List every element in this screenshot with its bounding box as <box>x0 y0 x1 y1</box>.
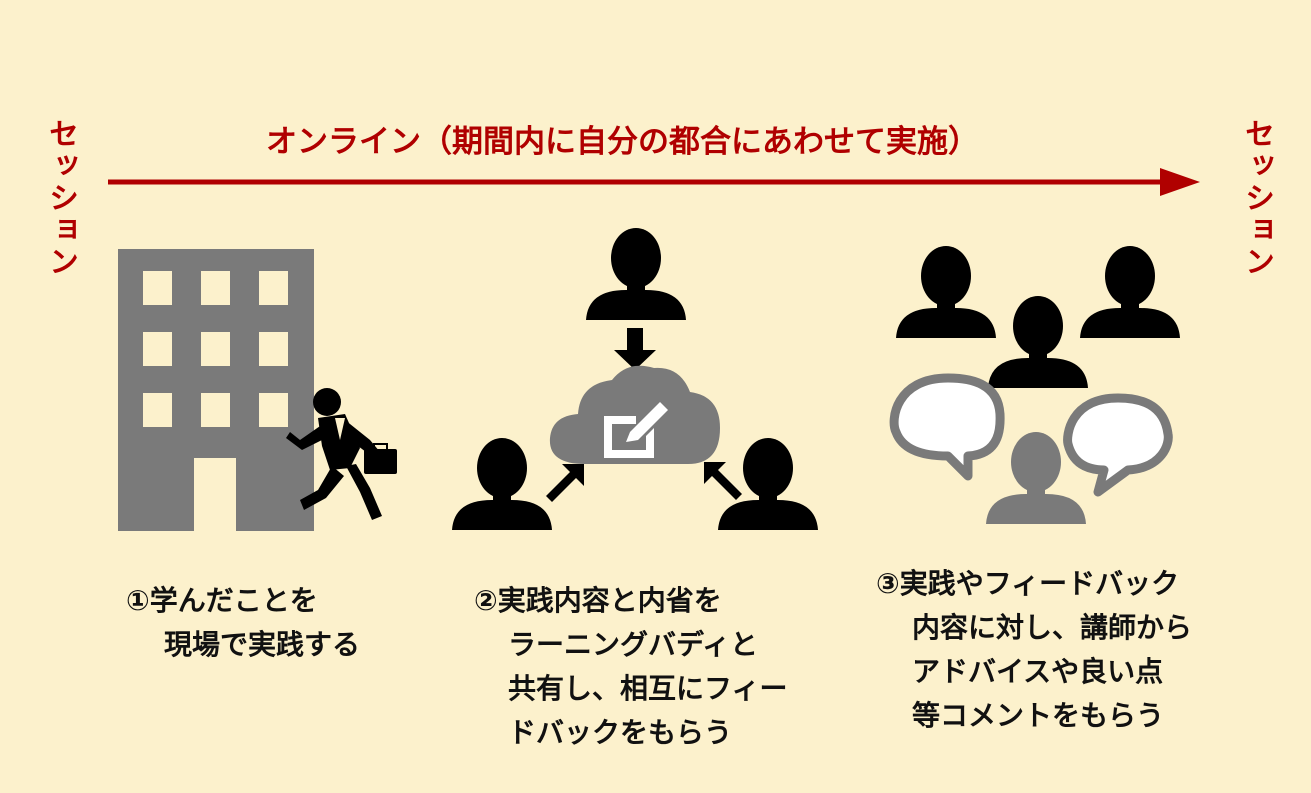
step-1-text-1: 学んだことを <box>149 584 318 617</box>
step-2-line-4: ドバックをもらう <box>508 716 733 749</box>
timeline-arrow <box>108 168 1200 196</box>
step-2-line-2: ラーニングバディと <box>508 628 759 661</box>
arrow-up-right-icon <box>540 464 584 502</box>
step-2-caption: ②実践内容と内省を ラーニングバディと 共有し、相互にフィー ドバックをもらう <box>474 579 787 755</box>
arrow-up-left-icon <box>704 462 742 506</box>
step-1-line-1: ①学んだことを <box>126 579 360 623</box>
person-icon-left <box>452 438 552 530</box>
person-icon-right <box>718 438 818 530</box>
step-3-line-2: 内容に対し、講師から <box>912 611 1193 644</box>
speech-bubble-left-icon <box>889 373 1005 481</box>
step-1-number: ① <box>126 584 150 617</box>
step-1-caption: ①学んだことを 現場で実践する <box>126 579 360 667</box>
note-edit-icon <box>604 402 668 458</box>
step-2-line-3: 共有し、相互にフィー <box>508 672 788 705</box>
session-label-left: セッション <box>43 118 78 278</box>
step-2-text-1: 実践内容と内省を <box>497 584 722 617</box>
step-3-text-1: 実践やフィードバック <box>899 567 1180 600</box>
person-icon-group-1 <box>896 246 996 338</box>
office-building-icon <box>118 249 314 531</box>
person-icon-group-3 <box>988 296 1088 388</box>
step-1-line-2: 現場で実践する <box>164 628 361 661</box>
arrow-down-icon <box>614 328 656 370</box>
online-period-label: オンライン（期間内に自分の都合にあわせて実施） <box>266 124 979 160</box>
cloud-icon <box>549 365 720 464</box>
step-3-line-3: アドバイスや良い点 <box>912 655 1164 688</box>
step-3-line-1: ③実践やフィードバック <box>876 562 1192 606</box>
businessman-icon <box>286 388 397 520</box>
step-2-line-1: ②実践内容と内省を <box>474 579 787 623</box>
session-label-right: セッション <box>1239 118 1274 278</box>
step-3-line-4: 等コメントをもらう <box>912 699 1165 732</box>
step-3-caption: ③実践やフィードバック 内容に対し、講師から アドバイスや良い点 等コメントをも… <box>876 562 1192 738</box>
step-2-number: ② <box>474 584 498 617</box>
step-3-number: ③ <box>876 567 900 600</box>
speech-bubble-right-icon <box>1063 393 1173 497</box>
person-icon-top <box>586 228 686 320</box>
person-icon-group-2 <box>1080 246 1180 338</box>
